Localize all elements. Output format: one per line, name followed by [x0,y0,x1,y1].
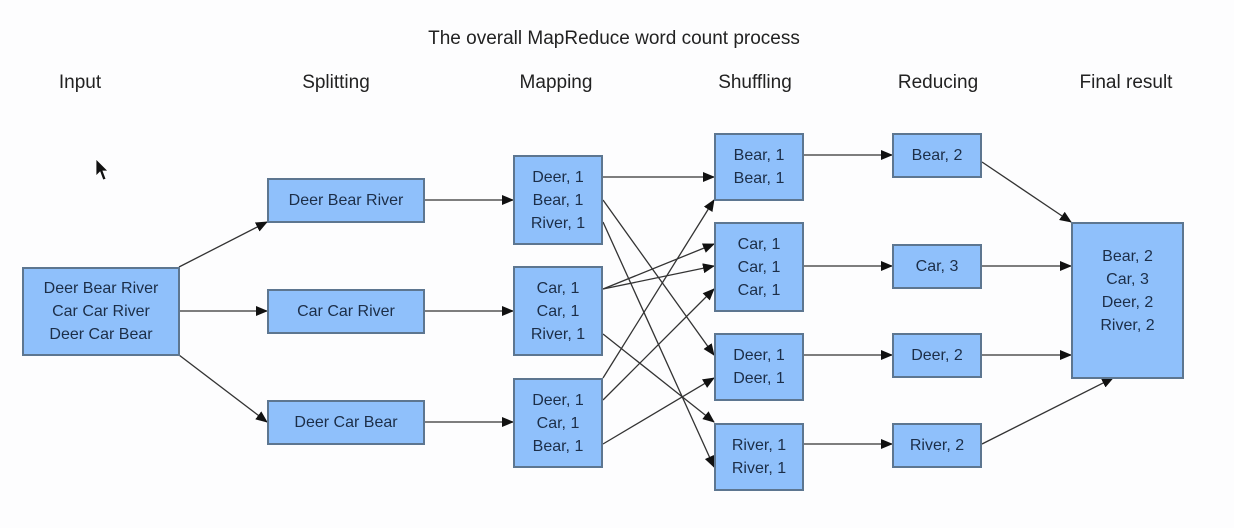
reduce-box-deer: Deer, 2 [892,333,982,378]
mouse-cursor-icon [95,158,109,181]
input-line: Deer Bear River [43,280,159,297]
stage-label-reducing: Reducing [897,72,979,93]
reduce-box-river: River, 2 [892,423,982,468]
shuffle-line: Deer, 1 [733,347,785,364]
final-line: Car, 3 [1106,270,1149,288]
map-line: Bear, 1 [532,191,584,209]
reduce-line: Deer, 2 [911,347,963,364]
stage-label-input: Input [58,72,102,93]
split-box-3: Deer Car Bear [267,400,425,445]
arrow-input-to-split0 [178,221,268,268]
stage-label-mapping: Mapping [519,72,593,93]
final-line: River, 2 [1100,316,1155,334]
map-line: Car, 1 [536,302,580,320]
reduce-line: River, 2 [909,437,965,454]
split-line: Deer Bear River [288,192,404,209]
arrow-map2-to-shuf1 [602,288,715,401]
reduce-box-bear: Bear, 2 [892,133,982,178]
shuffle-box-river: River, 1 River, 1 [714,423,804,491]
split-box-2: Car Car River [267,289,425,334]
arrow-map2-to-shuf2 [602,377,715,445]
input-box: Deer Bear River Car Car River Deer Car B… [22,267,180,356]
final-line: Bear, 2 [1102,247,1153,265]
reduce-line: Bear, 2 [911,147,963,164]
shuffle-line: Bear, 1 [733,147,785,164]
map-line: Deer, 1 [532,391,584,409]
shuffle-box-bear: Bear, 1 Bear, 1 [714,133,804,201]
shuffle-line: Car, 1 [737,281,781,299]
shuffle-line: Car, 1 [737,258,781,276]
shuffle-line: Deer, 1 [733,370,785,387]
arrow-map1-to-shuf1 [602,243,715,290]
input-line: Car Car River [52,303,150,320]
shuffle-line: River, 1 [731,460,787,477]
reduce-box-car: Car, 3 [892,244,982,289]
arrow-red0-to-final [981,161,1072,223]
shuffle-box-car: Car, 1 Car, 1 Car, 1 [714,222,804,312]
stage-label-final-result: Final result [1079,72,1173,93]
arrow-map1-to-shuf3 [602,333,715,423]
shuffle-line: River, 1 [731,437,787,454]
split-box-1: Deer Bear River [267,178,425,223]
arrow-red3-to-final [981,377,1114,445]
input-line: Deer Car Bear [49,326,153,343]
final-result-box: Bear, 2 Car, 3 Deer, 2 River, 2 [1071,222,1184,379]
shuffle-line: Bear, 1 [733,170,785,187]
final-line: Deer, 2 [1101,293,1154,311]
arrow-map2-to-shuf0 [602,199,715,379]
map-line: Car, 1 [536,414,580,432]
stage-label-splitting: Splitting [302,72,370,93]
diagram-title: The overall MapReduce word count process [428,28,800,49]
reduce-line: Car, 3 [915,258,959,275]
split-line: Deer Car Bear [294,414,398,431]
split-line: Car Car River [297,303,395,320]
shuffle-box-deer: Deer, 1 Deer, 1 [714,333,804,401]
map-line: Bear, 1 [532,437,584,455]
map-line: River, 1 [530,325,586,343]
shuffle-line: Car, 1 [737,235,781,253]
map-box-3: Deer, 1 Car, 1 Bear, 1 [513,378,603,468]
map-box-2: Car, 1 Car, 1 River, 1 [513,266,603,356]
arrow-map1-to-shuf1 [602,263,715,290]
map-line: River, 1 [530,214,586,232]
map-box-1: Deer, 1 Bear, 1 River, 1 [513,155,603,245]
arrow-input-to-split2 [178,354,268,423]
stage-label-shuffling: Shuffling [718,72,792,93]
map-line: Car, 1 [536,279,580,297]
map-line: Deer, 1 [532,168,584,186]
